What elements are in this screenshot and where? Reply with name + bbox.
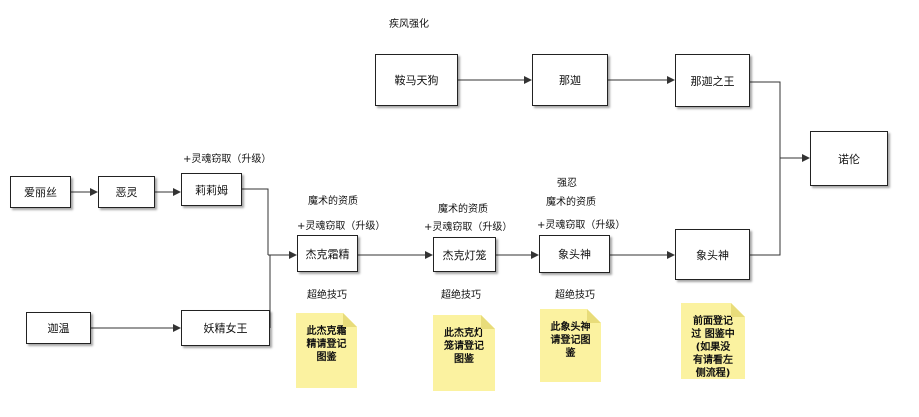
node-evil-spirit: 恶灵 <box>98 176 155 208</box>
sticky-note-ganesha: 此象头神 请登记图 鉴 <box>540 309 601 382</box>
node-kurama: 鞍马天狗 <box>375 54 458 106</box>
node-jack-frost: 杰克霜精 <box>297 235 358 272</box>
label-skill-3: 超绝技巧 <box>555 290 595 301</box>
node-nuwa: 诺伦 <box>810 131 888 186</box>
label-strong-endure: 强忍 <box>557 178 577 189</box>
node-ganesha-2: 象头神 <box>675 229 750 280</box>
label-skill-1: 超绝技巧 <box>307 290 347 301</box>
node-gawain: 迦温 <box>26 312 91 344</box>
label-soul-steal-4: +灵魂窃取（升级） <box>537 220 626 231</box>
sticky-note-jack-lantern: 此杰克灯 笼请登记 图鉴 <box>433 315 495 391</box>
node-naga: 那迦 <box>532 54 608 106</box>
label-skill-2: 超绝技巧 <box>441 290 481 301</box>
arrow-lilim-merge <box>242 188 269 255</box>
label-soul-steal-1: +灵魂窃取（升级） <box>183 154 272 165</box>
node-alice: 爱丽丝 <box>10 176 71 208</box>
node-naga-king: 那迦之王 <box>675 54 750 107</box>
label-soul-steal-2: +灵魂窃取（升级） <box>297 221 386 232</box>
arrow-ganesha2-merge <box>750 158 781 256</box>
node-jack-lantern: 杰克灯笼 <box>433 237 496 272</box>
label-magic-quality-3: 魔术的资质 <box>546 197 596 208</box>
node-ganesha-1: 象头神 <box>539 235 610 273</box>
node-lilim: 莉莉姆 <box>181 173 242 206</box>
label-magic-quality-1: 魔术的资质 <box>308 196 358 207</box>
sticky-note-registered: 前面登记 过 图鉴中 (如果没 有请看左 侧流程) <box>681 303 745 379</box>
node-fairy-queen: 妖精女王 <box>181 310 270 346</box>
label-magic-quality-2: 魔术的资质 <box>438 204 488 215</box>
label-soul-steal-3: +灵魂窃取（升级） <box>424 222 513 233</box>
label-wind-boost: 疾风强化 <box>389 19 429 30</box>
sticky-note-jack-frost: 此杰克霜 精请登记 图鉴 <box>296 313 357 388</box>
arrow-nagaking-merge <box>750 81 781 158</box>
